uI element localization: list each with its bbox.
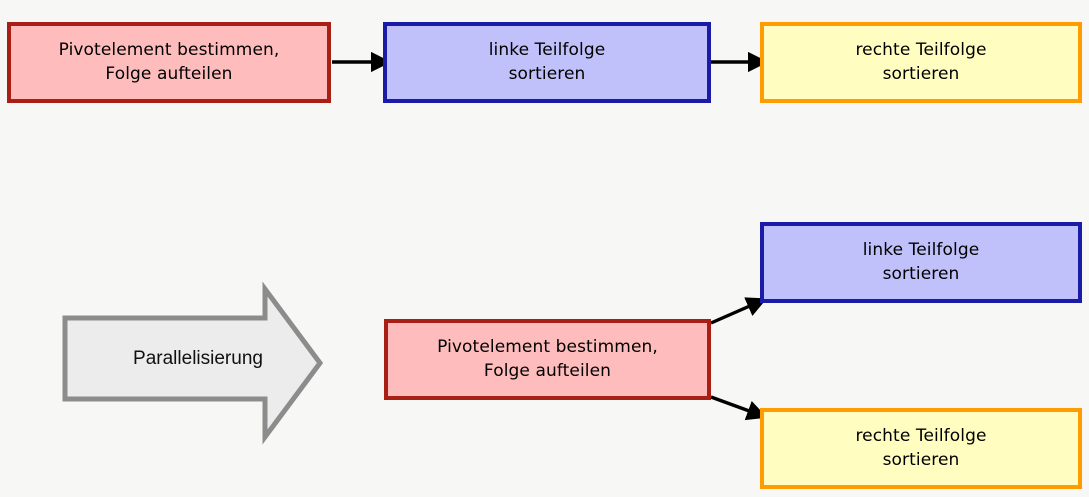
arrow-par-pivot-to-right [710, 395, 768, 421]
node-sequential-left-sort[interactable]: linke Teilfolge sortieren [383, 22, 711, 103]
parallelisierung-label: Parallelisierung [133, 348, 263, 369]
node-label: rechte Teilfolge sortieren [855, 426, 987, 470]
node-parallel-pivot[interactable]: Pivotelement bestimmen, Folge aufteilen [384, 319, 711, 400]
node-sequential-right-sort[interactable]: rechte Teilfolge sortieren [760, 22, 1082, 103]
node-label: linke Teilfolge sortieren [862, 240, 980, 284]
node-label: Pivotelement bestimmen, Folge aufteilen [58, 40, 280, 84]
node-label: linke Teilfolge sortieren [488, 40, 606, 84]
node-label: Pivotelement bestimmen, Folge aufteilen [437, 337, 658, 381]
node-label: rechte Teilfolge sortieren [855, 40, 987, 84]
arrow-par-pivot-to-left [710, 297, 767, 325]
node-sequential-pivot[interactable]: Pivotelement bestimmen, Folge aufteilen [7, 22, 331, 103]
node-parallel-left-sort[interactable]: linke Teilfolge sortieren [760, 222, 1082, 303]
node-parallel-right-sort[interactable]: rechte Teilfolge sortieren [760, 408, 1082, 489]
